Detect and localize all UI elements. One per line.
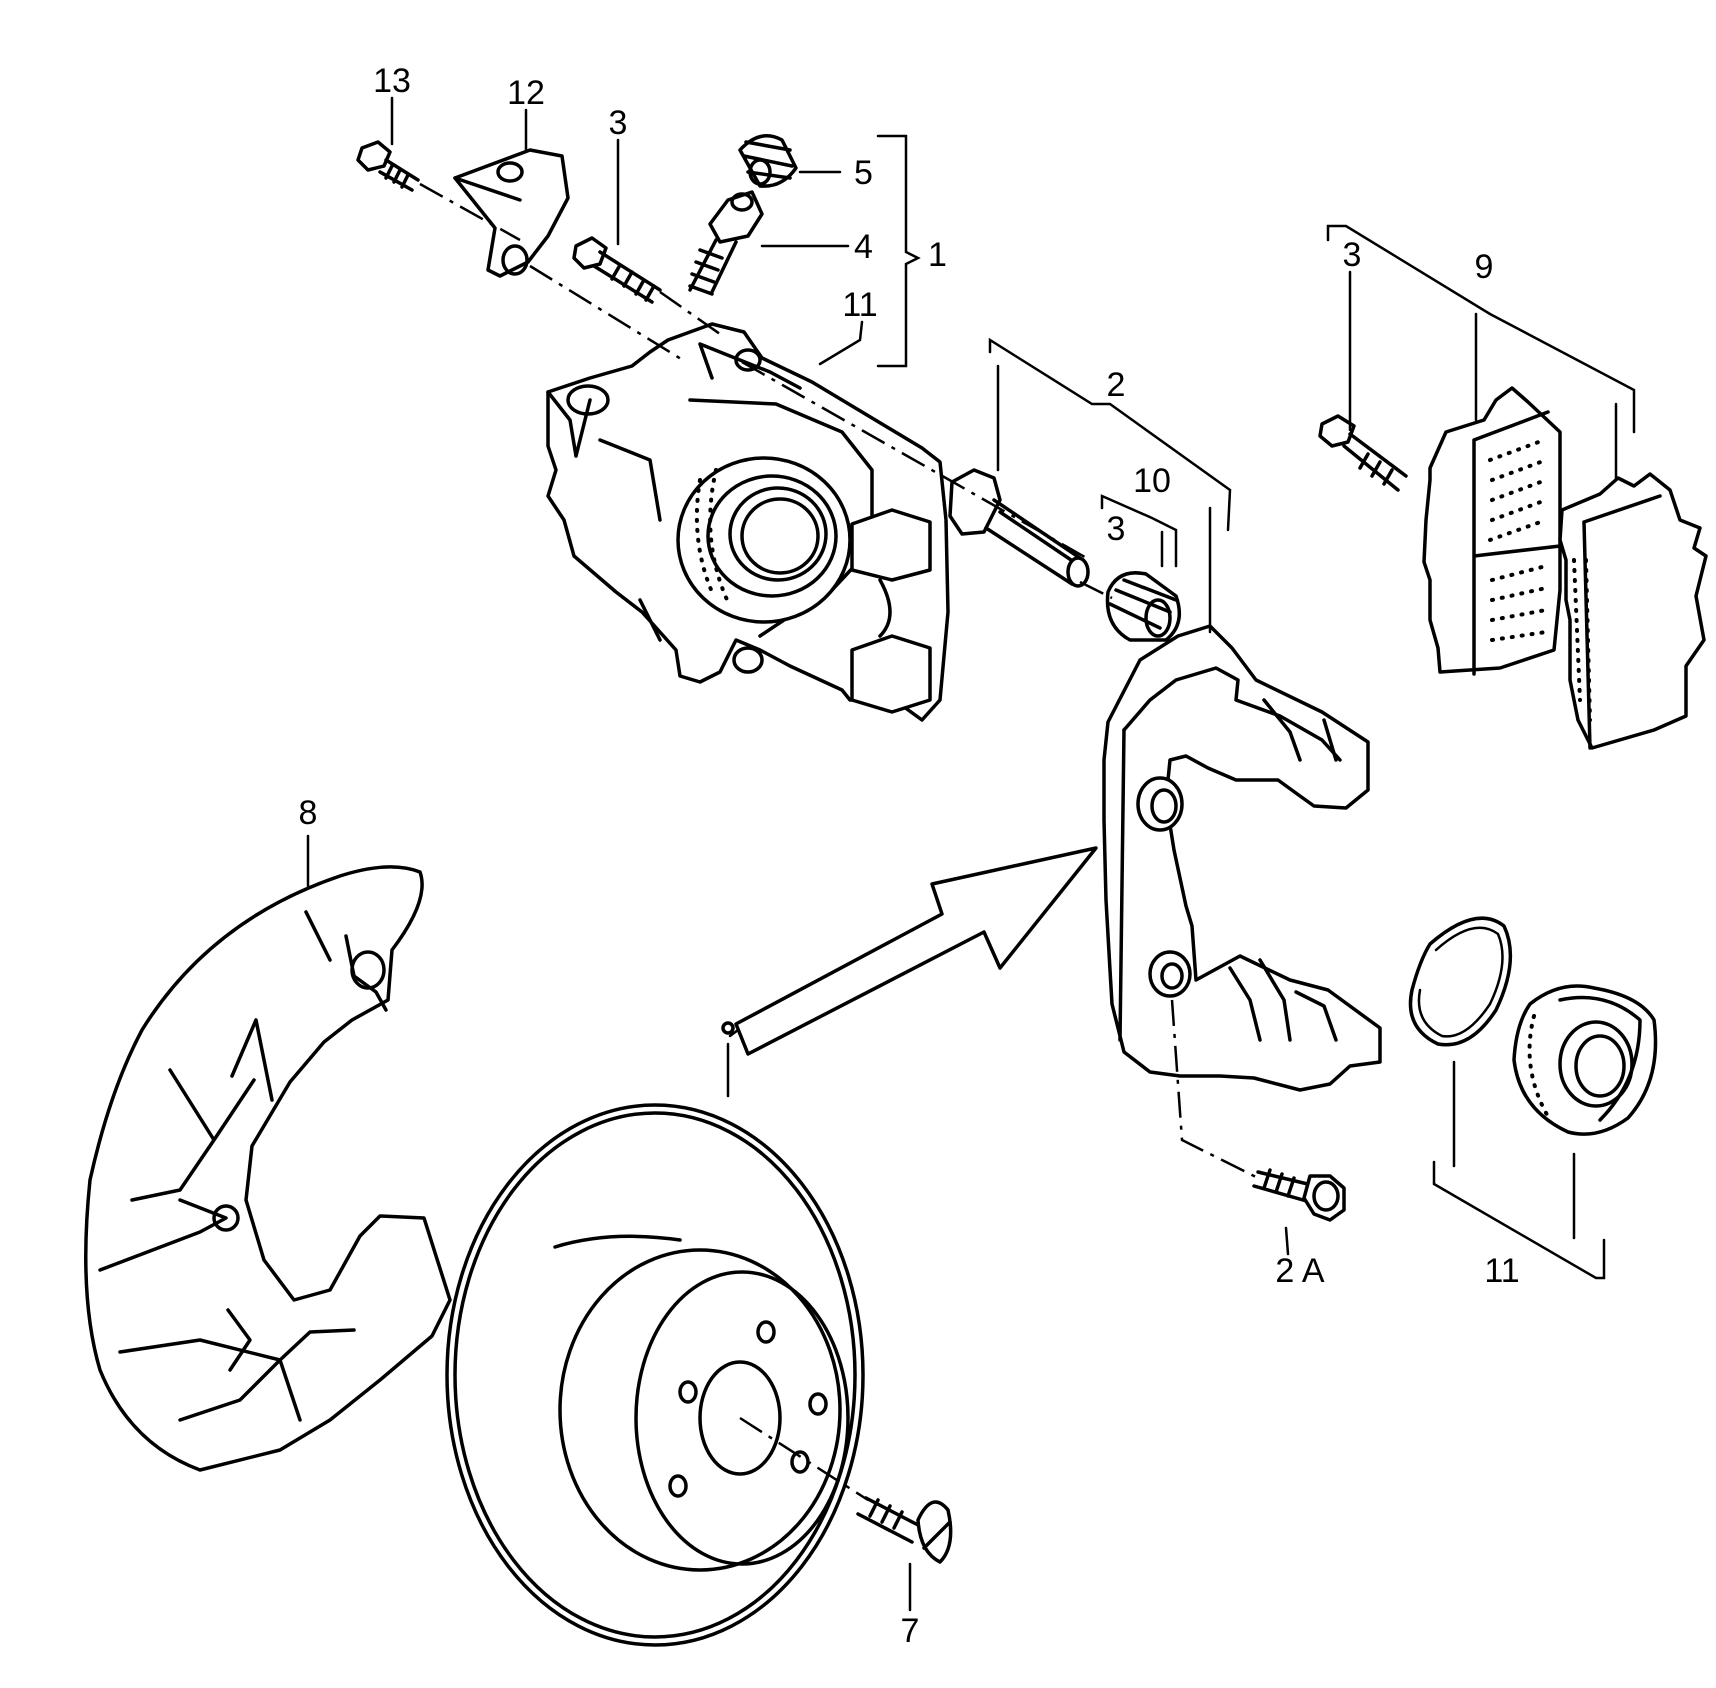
callout-4: 4: [854, 228, 873, 266]
carrier-bolt-2A: [1252, 1168, 1346, 1222]
callout-2A: 2 A: [1275, 1252, 1324, 1290]
seal-ring-11: [1408, 916, 1513, 1047]
caliper-carrier-bracket: [1102, 624, 1382, 1092]
callout-11-kit: 11: [1484, 1252, 1519, 1290]
piston-boot-11: [1512, 984, 1658, 1136]
brake-pads-9: [1318, 386, 1708, 750]
callout-1: 1: [928, 236, 947, 274]
callout-2-guide-pin: 2: [1107, 366, 1126, 404]
callout-12: 12: [507, 74, 545, 112]
brake-disc: [445, 1103, 865, 1647]
callouts: 13 12 3 5 4 1 11 2 10 3 3 9 8 2 A 11 7: [299, 62, 1520, 1650]
callout-11-caliper: 11: [842, 286, 877, 324]
callout-10: 10: [1133, 462, 1171, 500]
bleeder-cap-5: [738, 134, 798, 188]
callout-3-pads: 3: [1343, 236, 1362, 274]
callout-8: 8: [299, 794, 318, 832]
callout-13: 13: [373, 62, 411, 100]
callout-5: 5: [854, 154, 873, 192]
brake-splash-shield-8: [84, 865, 452, 1472]
callout-3-upper: 3: [609, 104, 628, 142]
brake-caliper: [546, 322, 950, 722]
callout-3-dust-boot: 3: [1107, 510, 1126, 548]
callout-7: 7: [901, 1612, 920, 1650]
bolt-3-upper: [572, 236, 662, 304]
screw-7: [856, 1496, 953, 1564]
dust-boot-3: [1105, 571, 1182, 642]
direction-arrow: [721, 846, 1098, 1056]
callout-9: 9: [1475, 248, 1494, 286]
guide-pin-2: [948, 468, 1090, 588]
assembly-lines: [419, 182, 1259, 1502]
bolt-13: [356, 140, 420, 192]
bracket-12: [453, 148, 570, 278]
bleeder-valve-4: [688, 190, 764, 296]
leader-lines: [306, 96, 1636, 1612]
